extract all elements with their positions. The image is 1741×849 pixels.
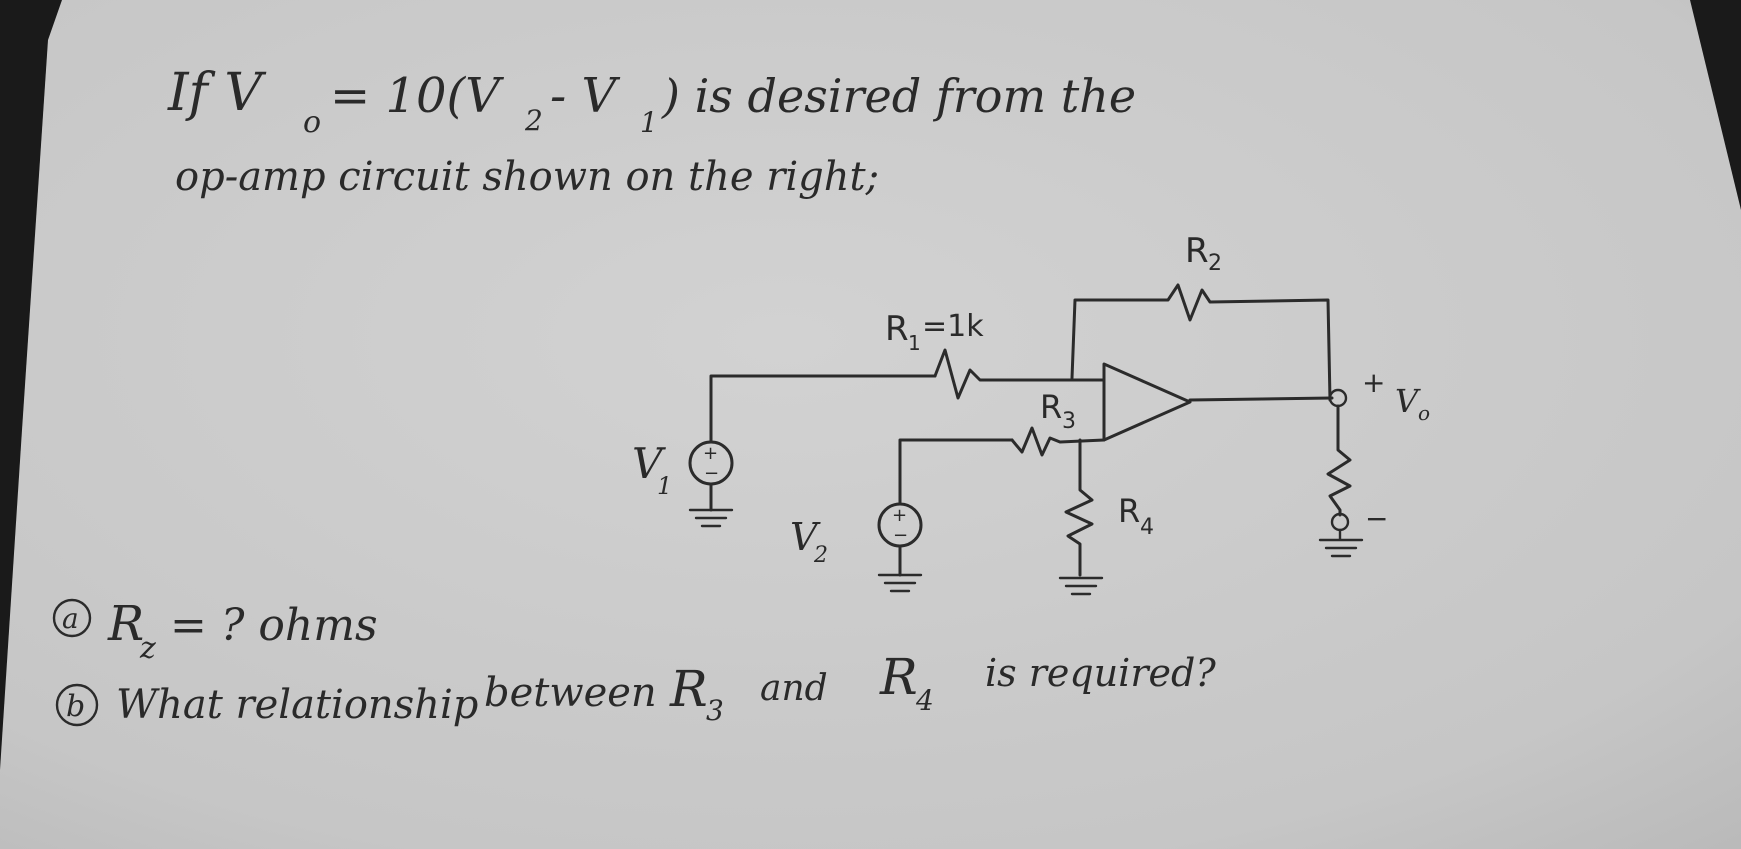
v1-label: V bbox=[632, 439, 666, 488]
r2-label: R bbox=[1185, 231, 1209, 271]
vo-minus-sign: − bbox=[1365, 502, 1388, 535]
v1-label-sub: 1 bbox=[657, 472, 672, 500]
r4-label: R bbox=[1118, 492, 1140, 530]
r2-feedback-wire bbox=[1070, 283, 1332, 402]
v2-source: + − V 2 bbox=[790, 438, 1014, 593]
vo-label-sub: o bbox=[1418, 401, 1430, 425]
r1-value: =1k bbox=[922, 309, 984, 344]
load-resistor bbox=[1326, 404, 1352, 517]
op-amp bbox=[1102, 362, 1334, 442]
question-b-text3: is required? bbox=[985, 651, 1216, 695]
problem-line1-equation: = 10(V bbox=[330, 68, 504, 124]
vo-plus-sign: + bbox=[1362, 366, 1385, 399]
problem-statement: If V o = 10(V 2 - V 1 ) is desired from … bbox=[167, 63, 1136, 200]
question-b-r3: R bbox=[669, 660, 708, 718]
question-b-marker-circle bbox=[55, 683, 99, 727]
r4-zigzag bbox=[1064, 438, 1094, 577]
r4-label-sub: 4 bbox=[1140, 515, 1154, 540]
v2-ground-icon bbox=[877, 573, 923, 593]
question-b-text1: What relationship bbox=[116, 682, 478, 728]
v1-minus-sign: − bbox=[704, 463, 719, 484]
problem-line1-sub-1: 1 bbox=[640, 106, 658, 139]
v2-label-sub: 2 bbox=[813, 543, 828, 568]
question-b-and: and bbox=[760, 668, 828, 709]
questions: a R z = ? ohms b What relationship betwe… bbox=[52, 596, 1216, 728]
v1-top-wire bbox=[709, 374, 937, 444]
vo-label: V bbox=[1395, 382, 1421, 420]
op-amp-circuit: + − V 1 R 1 =1k R 2 bbox=[632, 231, 1430, 596]
question-a-marker-circle bbox=[52, 598, 92, 638]
problem-line1-suffix: ) is desired from the bbox=[661, 69, 1136, 123]
r2-label-sub: 2 bbox=[1208, 251, 1222, 276]
v2-minus-sign: − bbox=[893, 525, 908, 546]
problem-line2: op-amp circuit shown on the right; bbox=[175, 154, 879, 200]
op-amp-output-wire bbox=[1188, 396, 1334, 402]
r4-ground-icon bbox=[1058, 576, 1104, 596]
question-b-r4-sub: 4 bbox=[915, 684, 934, 717]
question-a-text: = ? ohms bbox=[170, 600, 378, 651]
question-b-text2: between bbox=[484, 670, 657, 716]
r1-label: R bbox=[885, 309, 909, 349]
op-amp-triangle bbox=[1102, 362, 1192, 442]
r3-zigzag bbox=[1010, 426, 1106, 457]
r1-label-sub: 1 bbox=[908, 331, 921, 355]
r3-resistor: R 3 bbox=[1010, 388, 1106, 457]
r3-label-sub: 3 bbox=[1062, 409, 1076, 434]
problem-line1-prefix: If V bbox=[167, 63, 266, 123]
v2-top-wire bbox=[898, 438, 1014, 506]
r1-resistor: R 1 =1k bbox=[885, 309, 1106, 400]
r2-resistor: R 2 bbox=[1070, 231, 1332, 402]
question-b-marker: b bbox=[66, 689, 85, 724]
v2-plus-sign: + bbox=[892, 505, 907, 526]
v1-source: + − V 1 bbox=[632, 374, 937, 528]
output-terminal: + V o − bbox=[1318, 366, 1430, 558]
r1-zigzag bbox=[933, 348, 1106, 400]
question-b-r3-sub: 3 bbox=[706, 694, 724, 727]
v2-label: V bbox=[790, 515, 821, 559]
question-a-r: R bbox=[107, 596, 144, 652]
v1-plus-sign: + bbox=[703, 443, 718, 464]
output-ground-icon bbox=[1318, 528, 1364, 558]
question-b-r4: R bbox=[879, 648, 918, 706]
question-a-marker: a bbox=[62, 602, 79, 635]
question-a-sub: z bbox=[139, 631, 156, 666]
v1-ground-icon bbox=[688, 508, 734, 528]
problem-line1-sub-o: o bbox=[303, 105, 321, 140]
r3-label: R bbox=[1040, 388, 1062, 426]
r4-resistor: R 4 bbox=[1058, 438, 1154, 596]
problem-line1-minus: - V bbox=[550, 68, 620, 124]
problem-line1-sub-2: 2 bbox=[524, 104, 543, 137]
